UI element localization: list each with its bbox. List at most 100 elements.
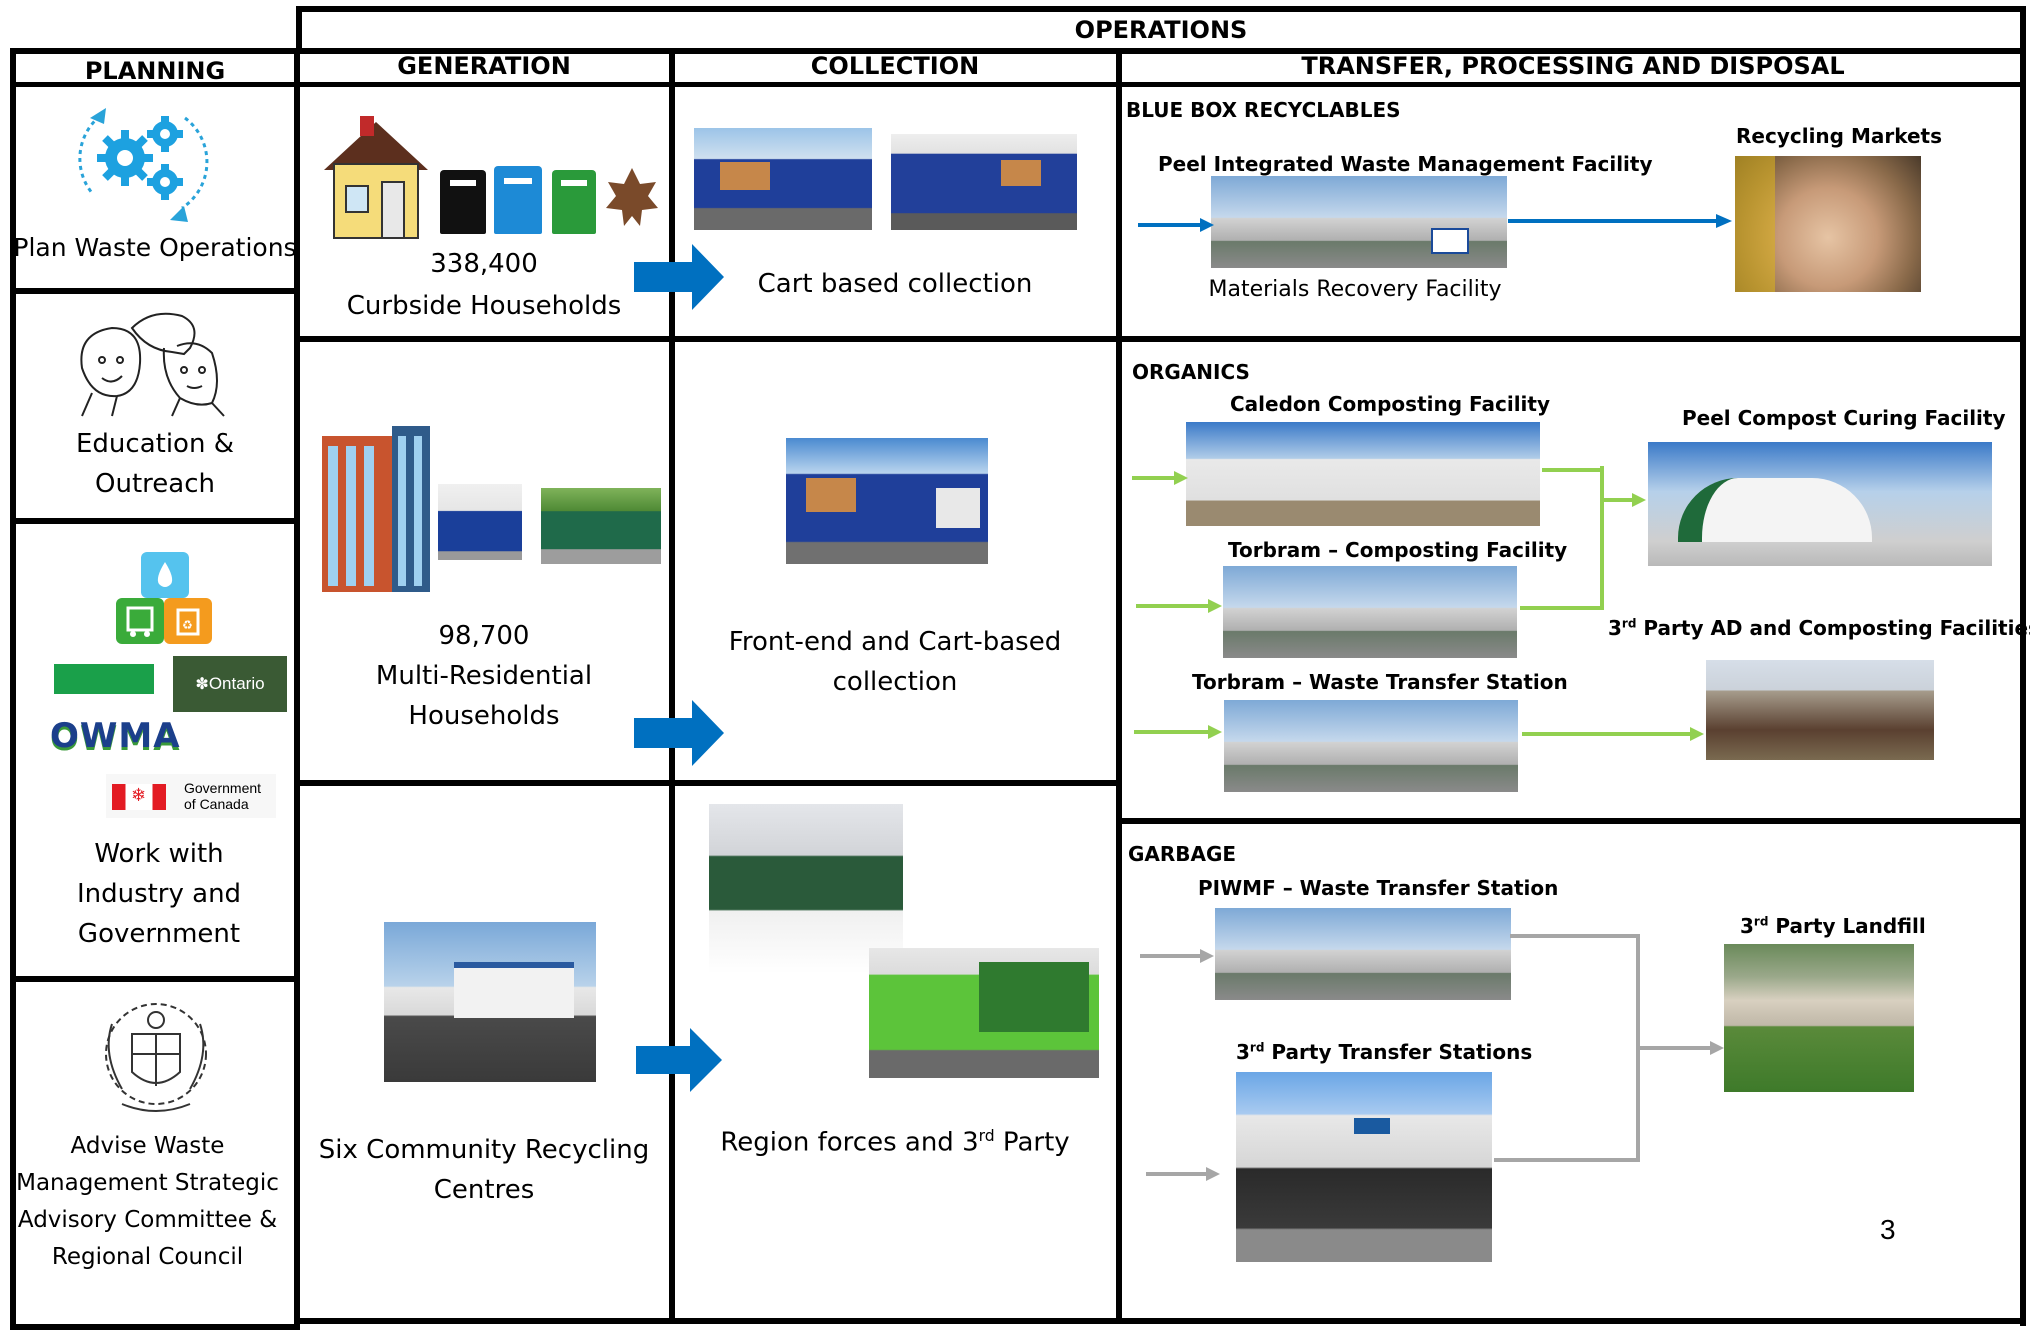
piwmf-facility-photo: [1211, 176, 1507, 268]
divider: [296, 1318, 2026, 1324]
green-bins-photo: [541, 488, 661, 564]
cart-truck-photo-1: [694, 128, 872, 230]
page-number: 3: [1880, 1214, 1896, 1245]
canada-text-line2: of Canada: [184, 796, 249, 812]
government-of-canada-logo: ❄ Government of Canada: [106, 774, 276, 818]
frontend-line1: Front-end and Cart-based: [728, 627, 1062, 657]
torbram-composting-photo: [1223, 566, 1517, 658]
divider: [10, 288, 300, 294]
divider: [1118, 336, 2024, 342]
water-drop-logo-icon: [141, 552, 189, 598]
garbage-section-title: GARBAGE: [1128, 842, 1237, 866]
frontend-line2: collection: [832, 667, 958, 697]
curbside-count: 338,400: [430, 249, 538, 279]
ontario-logo-text: Ontario: [208, 674, 265, 693]
crc-line2: Centres: [433, 1175, 535, 1205]
work-line1: Work with: [94, 839, 224, 869]
work-with-industry-label: Work with Industry and Government: [14, 834, 304, 954]
divider: [296, 336, 1118, 342]
people-talking-icon: [72, 308, 232, 418]
generation-header: GENERATION: [397, 52, 571, 80]
blue-arrow-icon: [634, 700, 724, 766]
education-outreach-label: Education & Outreach: [10, 424, 300, 504]
landfill-aerial-photo: [1724, 944, 1914, 1092]
third-party-landfill-label: 3rd Party Landfill: [1740, 914, 1926, 938]
leaf-icon: [604, 164, 660, 236]
region-forces-sup: rd: [978, 1127, 995, 1145]
landfill-text: Party Landfill: [1768, 914, 1926, 938]
region-forces-text: Region forces and 3: [720, 1127, 979, 1158]
divider: [10, 82, 300, 87]
region-of-peel-crest-icon: [92, 994, 220, 1122]
caledon-facility-photo: [1186, 422, 1540, 526]
third-party-ad-num: 3: [1608, 616, 1622, 640]
crc-line1: Six Community Recycling: [318, 1135, 650, 1165]
advise-line4: Regional Council: [51, 1244, 244, 1270]
apartment-building-icon: [320, 416, 432, 592]
blue-bins-photo: [438, 484, 522, 560]
third-party-ts-photo: [1236, 1072, 1492, 1262]
piwmf-label: Peel Integrated Waste Management Facilit…: [1158, 152, 1653, 176]
operations-header: OPERATIONS: [1074, 16, 1248, 44]
canada-text-line1: Government: [184, 780, 262, 796]
mrf-label: Materials Recovery Facility: [1208, 277, 1502, 302]
torbram-composting-label: Torbram – Composting Facility: [1228, 538, 1568, 562]
third-party-ts-sup: rd: [1249, 1040, 1265, 1055]
work-line3: Government: [77, 919, 241, 949]
canada-flag-icon: ❄: [112, 784, 166, 810]
landfill-num: 3: [1740, 914, 1754, 938]
community-recycling-centre-photo: [384, 922, 596, 1082]
divider: [669, 48, 675, 1318]
canada-logo-text: Government of Canada: [184, 780, 261, 812]
collection-header: COLLECTION: [810, 52, 980, 80]
planning-header: PLANNING: [84, 57, 226, 85]
divider: [2020, 6, 2026, 1326]
blue-cart-icon: [494, 166, 542, 234]
advise-line2: Management Strategic: [16, 1170, 279, 1196]
divider: [296, 82, 2026, 87]
cart-based-collection-label: Cart based collection: [757, 269, 1033, 299]
blue-flow-arrows: [1136, 200, 1736, 250]
multi-line1: Multi-Residential: [375, 661, 593, 691]
third-party-ad-sup: rd: [1621, 616, 1637, 631]
third-party-ad-text: Party AD and Composting Facilities: [1636, 616, 2030, 640]
multi-line2: Households: [408, 701, 560, 731]
blue-box-section-title: BLUE BOX RECYCLABLES: [1126, 98, 1401, 122]
organics-section-title: ORGANICS: [1132, 360, 1250, 384]
divider: [296, 48, 2026, 53]
roll-off-truck-photo: [709, 804, 903, 974]
recycling-markets-label: Recycling Markets: [1736, 124, 1942, 148]
recycling-bales-photo: [1735, 156, 1921, 292]
third-party-ts-text: Party Transfer Stations: [1264, 1040, 1533, 1064]
third-party-ts-num: 3: [1236, 1040, 1250, 1064]
transfer-header: TRANSFER, PROCESSING AND DISPOSAL: [1301, 52, 1845, 80]
third-party-compost-photo: [1706, 660, 1934, 760]
advise-line3: Advisory Committee &: [17, 1207, 278, 1233]
planning-column: [10, 48, 300, 1330]
third-party-ad-label: 3rd Party AD and Composting Facilities: [1608, 616, 2030, 640]
divider: [1118, 818, 2024, 824]
work-line2: Industry and: [76, 879, 242, 909]
advise-line1: Advise Waste: [70, 1133, 225, 1159]
house-icon: [316, 112, 436, 244]
owma-logo: OWMA: [50, 716, 181, 756]
front-end-truck-photo: [786, 438, 988, 564]
compost-curing-photo: [1648, 442, 1992, 566]
torbram-wts-photo: [1224, 700, 1518, 792]
advise-committee-label: Advise Waste Management Strategic Adviso…: [10, 1128, 285, 1276]
education-line1: Education &: [76, 429, 234, 459]
gears-cycle-icon: [70, 98, 210, 228]
truck-logo-icon: [116, 598, 164, 644]
green-cart-icon: [552, 170, 596, 234]
divider: [10, 518, 300, 524]
plan-waste-operations-label: Plan Waste Operations: [13, 233, 297, 262]
education-line2: Outreach: [95, 469, 215, 499]
green-dump-truck-photo: [869, 948, 1099, 1078]
recycle-logo-icon: ♻: [164, 598, 212, 644]
piwmf-wts-label: PIWMF – Waste Transfer Station: [1198, 876, 1559, 900]
ontario-logo: ✽Ontario: [173, 656, 287, 712]
multi-residential-label: Multi-Residential Households: [296, 656, 672, 736]
green-banner-logo: [54, 664, 154, 694]
community-recycling-centres-label: Six Community Recycling Centres: [296, 1130, 672, 1210]
divider: [296, 780, 1118, 786]
